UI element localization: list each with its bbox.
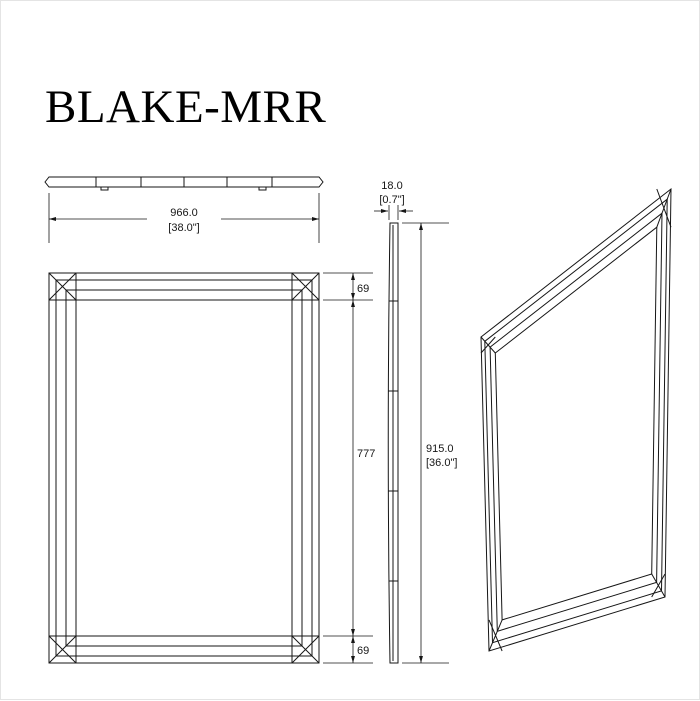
page-title: BLAKE-MRR bbox=[45, 81, 326, 133]
dim-frame-bottom: 69 bbox=[357, 645, 369, 657]
dim-frame-top: 69 bbox=[357, 283, 369, 295]
perspective-view bbox=[480, 187, 672, 652]
dim-thickness-in: [0.7"] bbox=[379, 194, 404, 206]
dim-overall-height-mm: 915.0 bbox=[426, 443, 454, 455]
width-dimension: 966.0 [38.0"] bbox=[48, 193, 320, 243]
dim-opening-height: 777 bbox=[357, 448, 375, 460]
top-view bbox=[44, 176, 324, 191]
dim-overall-width-in: [38.0"] bbox=[168, 222, 199, 234]
thickness-dimension: 18.0 [0.7"] bbox=[374, 180, 413, 220]
side-view bbox=[387, 222, 399, 664]
front-view bbox=[48, 272, 320, 664]
height-dimension: 915.0 [36.0"] bbox=[402, 222, 457, 664]
dim-overall-width-mm: 966.0 bbox=[170, 207, 198, 219]
dim-overall-height-in: [36.0"] bbox=[426, 457, 457, 469]
dim-thickness-mm: 18.0 bbox=[381, 180, 402, 192]
front-height-dimensions: 69 777 69 bbox=[323, 272, 375, 664]
